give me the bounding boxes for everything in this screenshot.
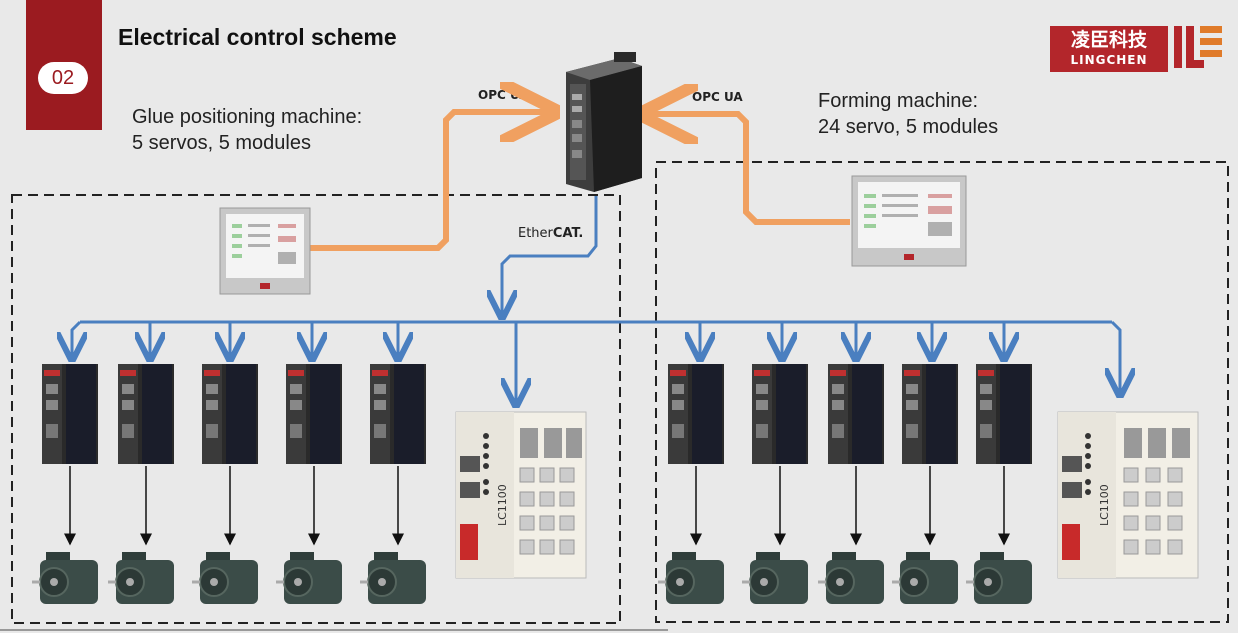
ethercat-bus	[72, 196, 1120, 402]
drive-motor-links	[64, 466, 1010, 546]
io-module-left-model: LC1100	[496, 484, 509, 526]
io-module-right: LC1100	[1057, 411, 1199, 579]
section-number: 02	[38, 62, 88, 94]
opc-link-right	[650, 114, 850, 225]
forming-machine-name: Forming machine:	[818, 90, 979, 112]
io-module-left: LC1100	[455, 411, 587, 579]
ethercat-label: EtherCAT.	[518, 226, 583, 241]
hmi-panel-left	[219, 207, 311, 295]
page-title: Electrical control scheme	[118, 24, 397, 50]
logo-chinese: 凌臣科技	[1070, 29, 1147, 51]
io-module-right-model: LC1100	[1098, 484, 1111, 526]
logo-english: LINGCHEN	[1070, 53, 1148, 67]
glue-machine-label: Glue positioning machine: 5 servos, 5 mo…	[132, 104, 362, 156]
glue-machine-specs: 5 servos, 5 modules	[132, 132, 311, 154]
forming-machine-boundary	[655, 161, 1229, 623]
ethercat-suffix: CAT.	[552, 226, 584, 241]
glue-machine-boundary	[11, 194, 621, 624]
logo-mark-icon	[1174, 26, 1222, 68]
forming-machine-label: Forming machine: 24 servo, 5 modules	[818, 88, 998, 140]
company-logo: 凌臣科技 LINGCHEN	[1050, 26, 1168, 72]
ethercat-prefix: Ether	[518, 226, 553, 241]
section-badge: 02	[26, 0, 102, 130]
industrial-pc	[566, 52, 642, 192]
glue-machine-name: Glue positioning machine:	[132, 106, 363, 128]
servo-drives-right	[668, 364, 1032, 464]
opc-ua-label-right: OPC UA	[692, 90, 743, 104]
hmi-panel-right	[851, 175, 967, 267]
servo-drives-left	[42, 364, 426, 464]
opc-link-left	[310, 112, 548, 251]
forming-machine-specs: 24 servo, 5 modules	[818, 116, 999, 138]
servo-motors	[32, 552, 1032, 604]
